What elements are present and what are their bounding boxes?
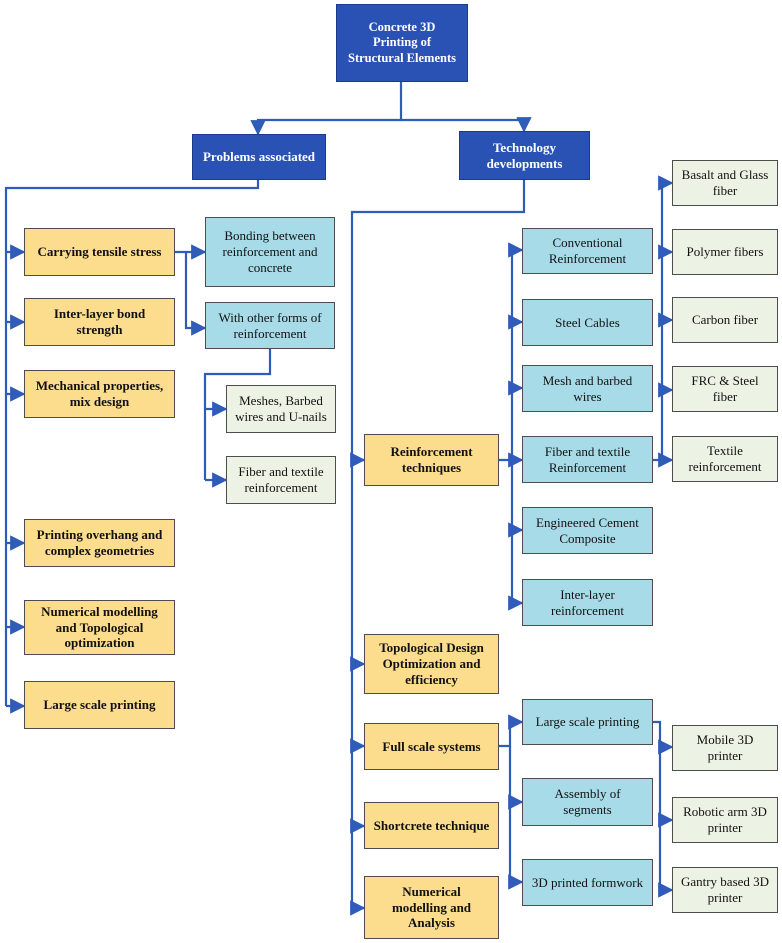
mobile-3d-printer-node: Mobile 3D printer	[672, 725, 778, 771]
textile-reinforcement-node: Textile reinforcement	[672, 436, 778, 482]
meshes-barbed-wires-label: Meshes, Barbed wires and U-nails	[235, 393, 327, 424]
problem-large-scale-printing-label: Large scale printing	[43, 697, 156, 713]
problem-printing-overhang-label: Printing overhang and complex geometries	[36, 527, 163, 558]
tech-topological-design-node: Topological Design Optimization and effi…	[364, 634, 499, 694]
fiber-textile-reinforcement-tech-label: Fiber and textile Reinforcement	[544, 443, 631, 475]
fiber-textile-reinforcement-tech-node: Fiber and textile Reinforcement	[522, 436, 653, 483]
root-node: Concrete 3D Printing of Structural Eleme…	[336, 4, 468, 82]
technology-developments-node: Technology developments	[459, 131, 590, 180]
carbon-fiber-label: Carbon fiber	[691, 312, 759, 328]
3d-printed-formwork-node: 3D printed formwork	[522, 859, 653, 906]
basalt-glass-fiber-label: Basalt and Glass fiber	[681, 167, 769, 198]
meshes-barbed-wires-node: Meshes, Barbed wires and U-nails	[226, 385, 336, 433]
assembly-of-segments-label: Assembly of segments	[554, 786, 621, 817]
tech-reinforcement-techniques-node: Reinforcement techniques	[364, 434, 499, 486]
problems-associated-node: Problems associated	[192, 134, 326, 180]
tech-numerical-modelling-node: Numerical modelling and Analysis	[364, 876, 499, 939]
problem-numerical-modelling-label: Numerical modelling and Topological opti…	[41, 603, 158, 651]
tech-shortcrete-technique-node: Shortcrete technique	[364, 802, 499, 849]
frc-steel-fiber-node: FRC & Steel fiber	[672, 366, 778, 412]
technology-developments-label: Technology developments	[486, 139, 563, 171]
fiber-textile-reinforcement-node: Fiber and textile reinforcement	[226, 456, 336, 504]
conventional-reinforcement-node: Conventional Reinforcement	[522, 228, 653, 274]
bonding-reinforcement-concrete-node: Bonding between reinforcement and concre…	[205, 217, 335, 287]
problem-printing-overhang-node: Printing overhang and complex geometries	[24, 519, 175, 567]
tech-shortcrete-technique-label: Shortcrete technique	[373, 817, 490, 833]
problem-numerical-modelling-node: Numerical modelling and Topological opti…	[24, 600, 175, 655]
problems-associated-label: Problems associated	[202, 149, 316, 165]
large-scale-printing-tech-label: Large scale printing	[535, 714, 640, 730]
problem-tensile-stress-label: Carrying tensile stress	[37, 244, 162, 260]
polymer-fibers-node: Polymer fibers	[672, 229, 778, 275]
mobile-3d-printer-label: Mobile 3D printer	[696, 732, 754, 763]
tech-full-scale-systems-label: Full scale systems	[382, 738, 481, 754]
robotic-arm-3d-printer-node: Robotic arm 3D printer	[672, 797, 778, 843]
tech-numerical-modelling-label: Numerical modelling and Analysis	[391, 883, 472, 931]
3d-printed-formwork-label: 3D printed formwork	[531, 874, 644, 890]
fiber-textile-reinforcement-label: Fiber and textile reinforcement	[238, 464, 324, 495]
carbon-fiber-node: Carbon fiber	[672, 297, 778, 343]
steel-cables-label: Steel Cables	[555, 314, 620, 330]
basalt-glass-fiber-node: Basalt and Glass fiber	[672, 160, 778, 206]
problem-interlayer-bond-label: Inter-layer bond strength	[53, 306, 146, 337]
robotic-arm-3d-printer-label: Robotic arm 3D printer	[683, 804, 767, 835]
engineered-cement-composite-label: Engineered Cement Composite	[536, 514, 639, 546]
problem-mechanical-properties-label: Mechanical properties, mix design	[35, 378, 164, 409]
other-forms-reinforcement-label: With other forms of reinforcement	[218, 309, 322, 341]
problem-tensile-stress-node: Carrying tensile stress	[24, 228, 175, 276]
interlayer-reinforcement-node: Inter-layer reinforcement	[522, 579, 653, 626]
engineered-cement-composite-node: Engineered Cement Composite	[522, 507, 653, 554]
problem-interlayer-bond-node: Inter-layer bond strength	[24, 298, 175, 346]
textile-reinforcement-label: Textile reinforcement	[688, 443, 762, 474]
gantry-3d-printer-label: Gantry based 3D printer	[680, 874, 770, 905]
gantry-3d-printer-node: Gantry based 3D printer	[672, 867, 778, 913]
conventional-reinforcement-label: Conventional Reinforcement	[548, 235, 627, 266]
mesh-barbed-wires-node: Mesh and barbed wires	[522, 365, 653, 412]
frc-steel-fiber-label: FRC & Steel fiber	[691, 373, 759, 404]
root-label: Concrete 3D Printing of Structural Eleme…	[348, 20, 456, 65]
tech-reinforcement-techniques-label: Reinforcement techniques	[390, 444, 473, 475]
assembly-of-segments-node: Assembly of segments	[522, 778, 653, 826]
tech-topological-design-label: Topological Design Optimization and effi…	[379, 640, 484, 687]
polymer-fibers-label: Polymer fibers	[686, 244, 764, 260]
other-forms-reinforcement-node: With other forms of reinforcement	[205, 302, 335, 349]
steel-cables-node: Steel Cables	[522, 299, 653, 346]
problem-large-scale-printing-node: Large scale printing	[24, 681, 175, 729]
large-scale-printing-tech-node: Large scale printing	[522, 699, 653, 745]
tech-full-scale-systems-node: Full scale systems	[364, 723, 499, 770]
bonding-reinforcement-concrete-label: Bonding between reinforcement and concre…	[222, 228, 318, 275]
interlayer-reinforcement-label: Inter-layer reinforcement	[551, 586, 624, 618]
problem-mechanical-properties-node: Mechanical properties, mix design	[24, 370, 175, 418]
mesh-barbed-wires-label: Mesh and barbed wires	[542, 372, 633, 404]
